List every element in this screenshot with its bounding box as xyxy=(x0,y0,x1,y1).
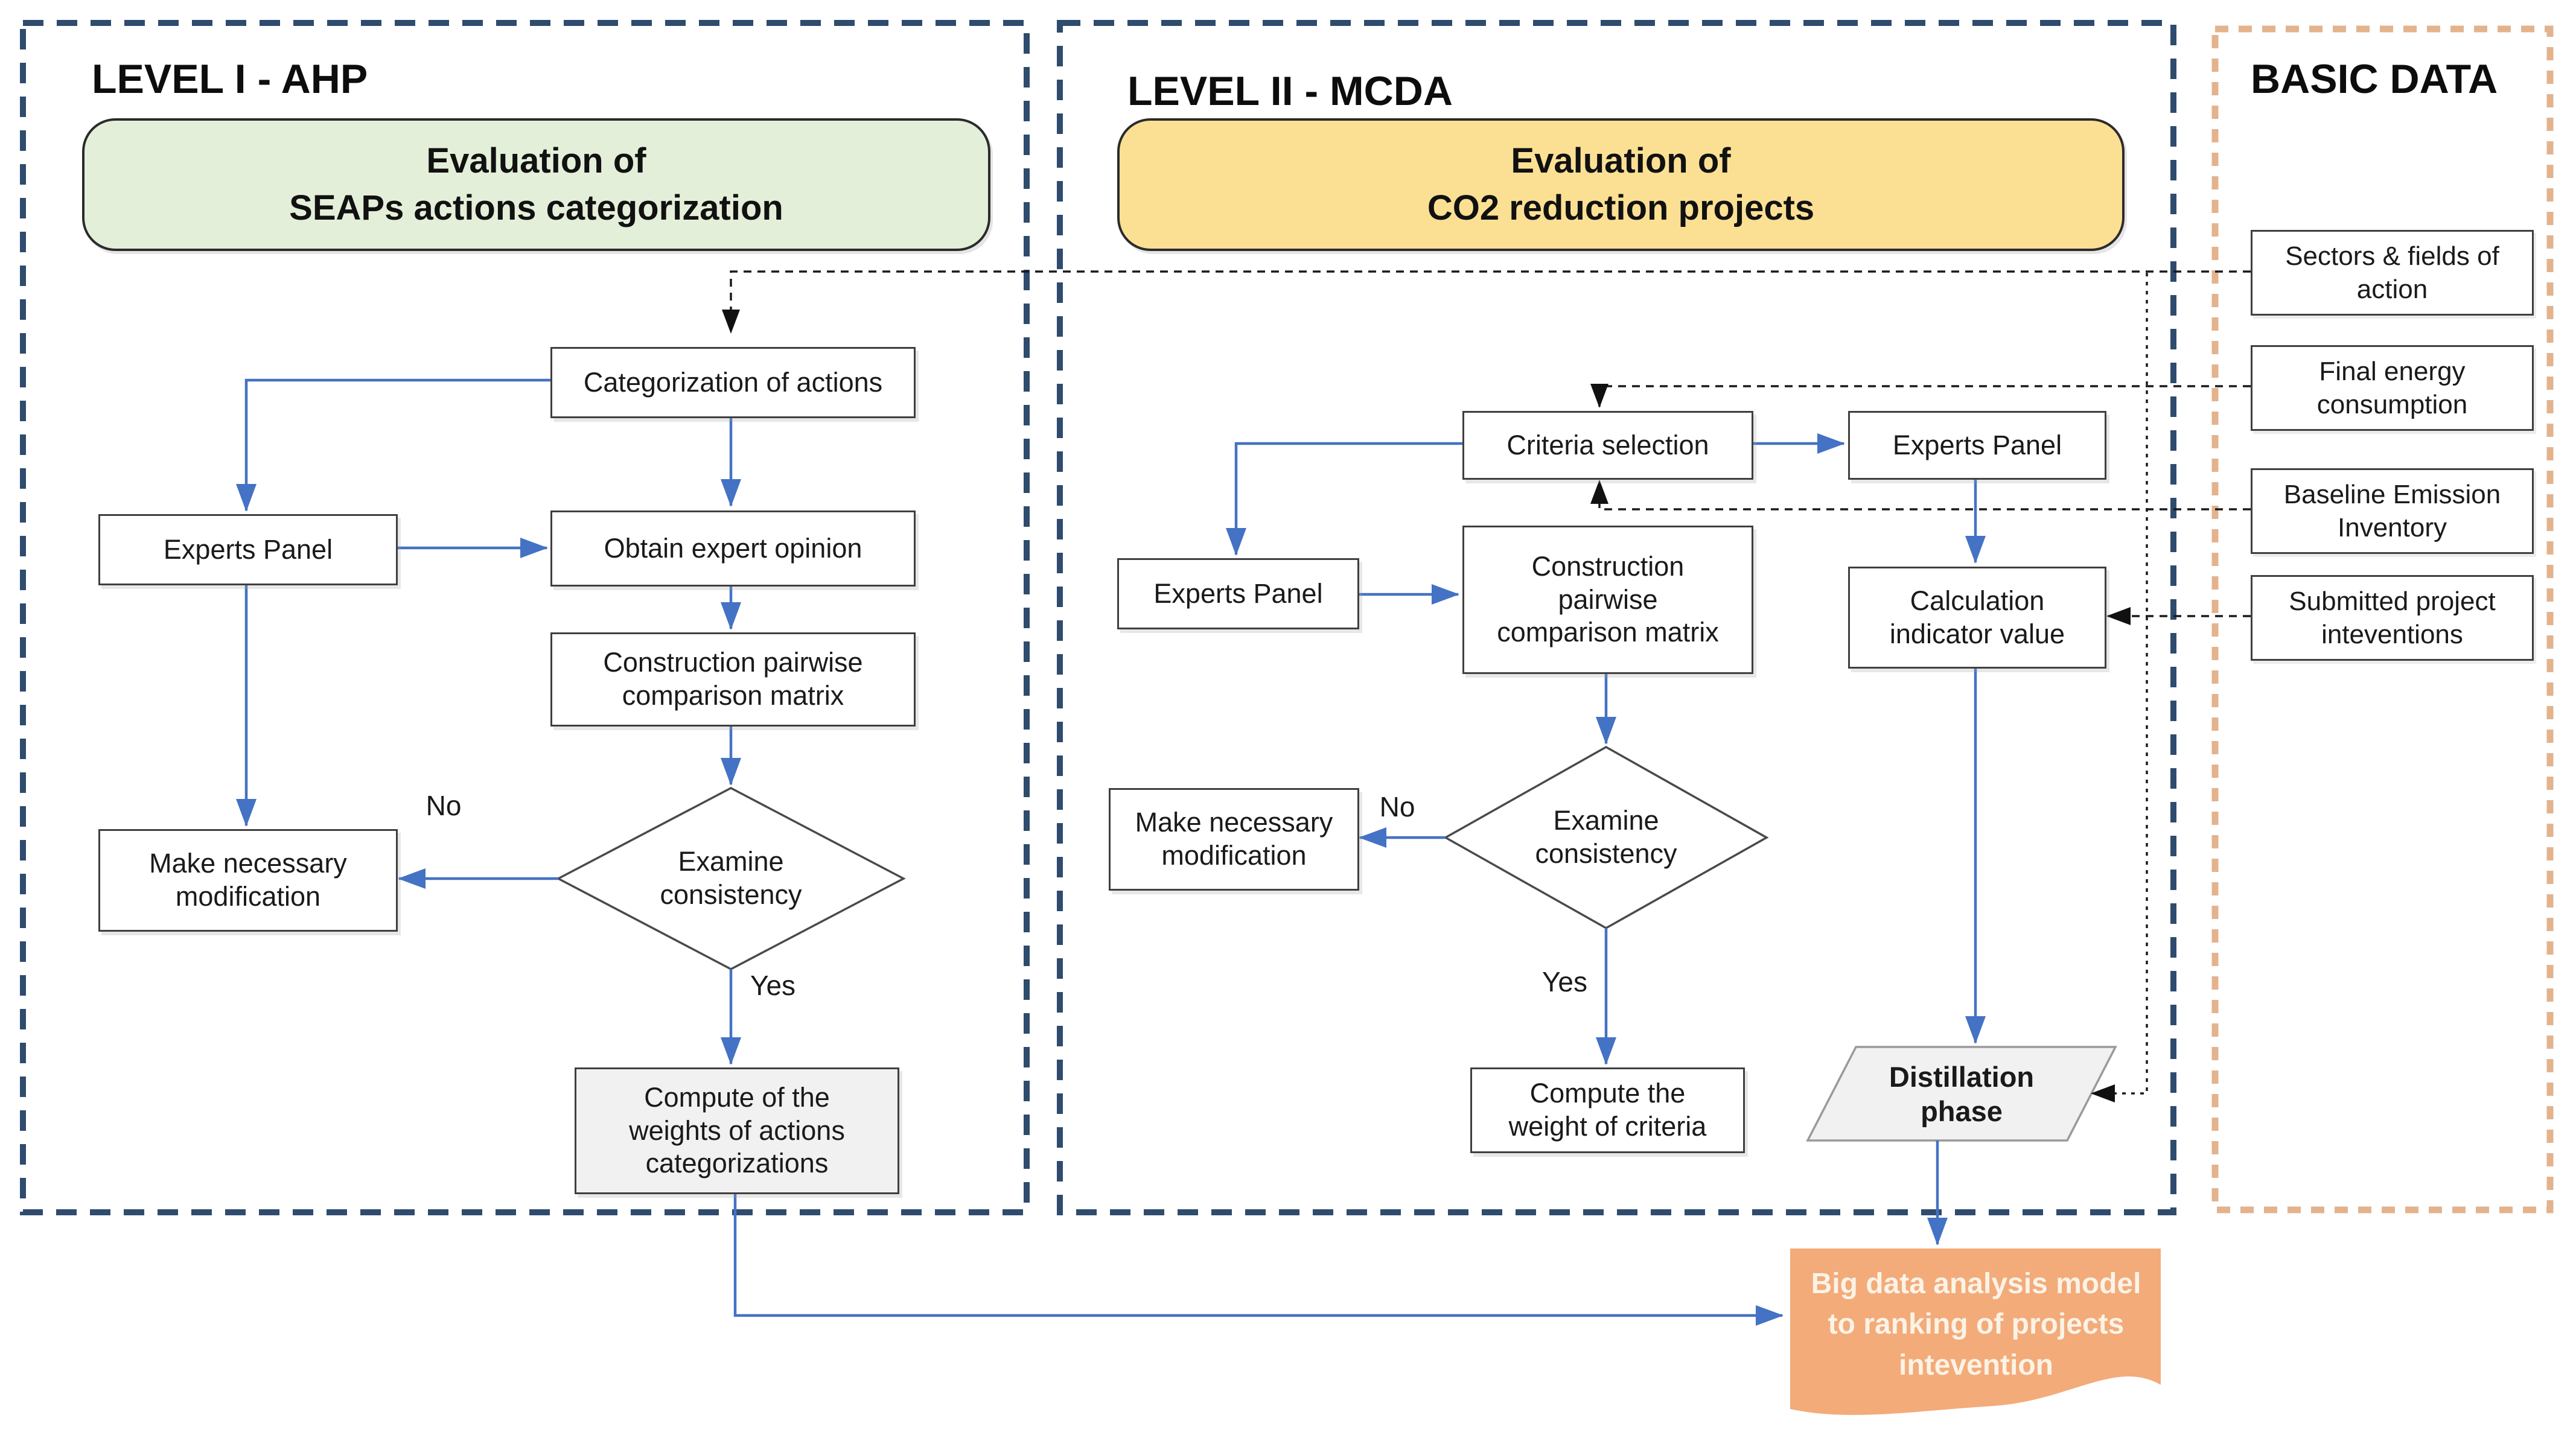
node-compute-weight-of-criteria: Compute the weight of criteria xyxy=(1470,1067,1745,1153)
dashed-baseline-to-criteria-bottom xyxy=(1590,480,2251,510)
node-make-necessary-modification-level2: Make necessary modification xyxy=(1109,788,1359,891)
level2-header-box: Evaluation of CO2 reduction projects xyxy=(1117,118,2125,251)
label-no-level1: No xyxy=(426,789,462,821)
label-yes-level1: Yes xyxy=(750,969,796,1001)
node-experts-panel-level1: Experts Panel xyxy=(98,514,398,585)
distillation-phase-shape xyxy=(1806,1046,2117,1142)
node-calculation-indicator-value: Calculation indicator value xyxy=(1848,567,2106,669)
node-make-necessary-modification-level1: Make necessary modification xyxy=(98,829,398,932)
node-criteria-selection: Criteria selection xyxy=(1462,411,1753,480)
basic-item-submitted-projects: Submitted project inteventions xyxy=(2251,575,2534,661)
label-yes-level2: Yes xyxy=(1541,965,1587,997)
dashed-energy-to-criteria-top xyxy=(1590,384,2251,408)
label-no-level2: No xyxy=(1379,790,1415,822)
basic-data-panel-border xyxy=(2211,25,2554,1213)
basic-item-baseline-emission: Baseline Emission Inventory xyxy=(2251,468,2534,554)
dashed-sectors-to-categorization xyxy=(722,270,2251,334)
arrow-criteria-to-experts-left xyxy=(1226,442,1462,556)
dashed-sectors-to-distillation xyxy=(2091,273,2148,1102)
label-examine-consistency-level2: Examine consistency xyxy=(1535,805,1677,869)
node-categorization-of-actions: Categorization of actions xyxy=(550,347,916,418)
arrow-compute-to-bigdata xyxy=(733,1191,1784,1326)
basic-data-title: BASIC DATA xyxy=(2251,56,2498,102)
basic-item-sectors-fields: Sectors & fields of action xyxy=(2251,230,2534,316)
level2-panel-border xyxy=(1057,20,2176,1215)
level1-panel-border xyxy=(20,20,1030,1215)
label-distillation-phase: Distillation phase xyxy=(1889,1060,2035,1127)
level2-title: LEVEL II - MCDA xyxy=(1127,68,1453,114)
level1-title: LEVEL I - AHP xyxy=(92,56,368,102)
basic-item-final-energy: Final energy consumption xyxy=(2251,345,2534,431)
node-obtain-expert-opinion: Obtain expert opinion xyxy=(550,510,916,587)
node-construction-pairwise-matrix-level1: Construction pairwise comparison matrix xyxy=(550,632,916,727)
big-data-output-shape xyxy=(1790,1248,2161,1415)
arrow-categorization-to-experts-panel xyxy=(236,378,550,512)
node-experts-panel-level2-top: Experts Panel xyxy=(1848,411,2106,480)
label-big-data-output: Big data analysis model to ranking of pr… xyxy=(1811,1268,2141,1381)
node-compute-weights-level1: Compute of the weights of actions catego… xyxy=(575,1067,899,1194)
level1-header-box: Evaluation of SEAPs actions categorizati… xyxy=(82,118,990,251)
node-experts-panel-level2-left: Experts Panel xyxy=(1117,558,1359,629)
label-examine-consistency-level1: Examine consistency xyxy=(660,846,802,910)
node-construction-pairwise-matrix-level2: Construction pairwise comparison matrix xyxy=(1462,526,1753,674)
